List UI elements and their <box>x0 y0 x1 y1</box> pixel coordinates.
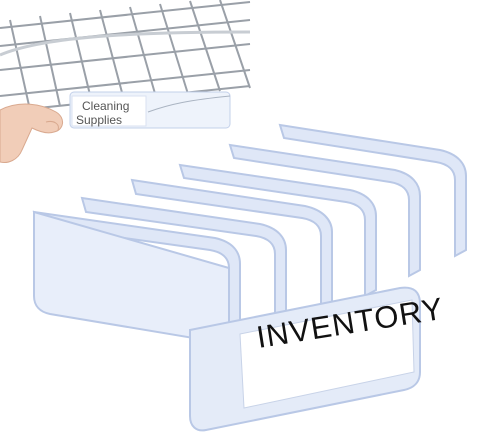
inventory-label <box>239 299 415 409</box>
inset-label-line2: Supplies <box>76 113 123 127</box>
inset-label-holder <box>69 91 231 129</box>
inset-label-line1: Cleaning <box>82 99 130 113</box>
hand <box>0 103 63 163</box>
